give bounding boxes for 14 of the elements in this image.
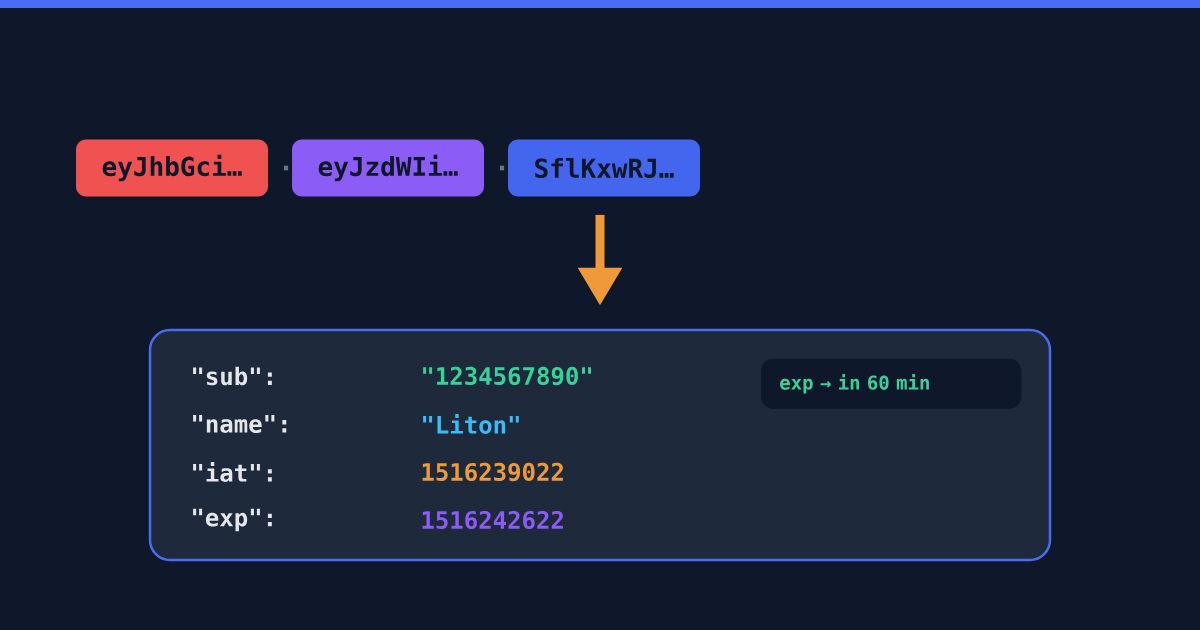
value-label: "Liton" [423, 414, 519, 434]
note-badge: exp → in 60 min [761, 358, 1022, 409]
key-label: "iat": [193, 462, 272, 482]
token-box: eyJhbGci… [76, 139, 268, 197]
separator-dot: . [283, 165, 289, 171]
value-label: 1516242622 [422, 510, 563, 530]
key-label: "sub": [193, 366, 272, 386]
key-label: "name": [193, 415, 287, 433]
separator-dot: . [499, 165, 505, 171]
value-label: 1516239022 [422, 462, 563, 482]
token-box: eyJzdWIi… [292, 139, 484, 197]
token-box: SflKxwRJ… [508, 139, 700, 197]
value-label: "1234567890" [423, 366, 592, 386]
key-label: "exp": [193, 508, 272, 532]
